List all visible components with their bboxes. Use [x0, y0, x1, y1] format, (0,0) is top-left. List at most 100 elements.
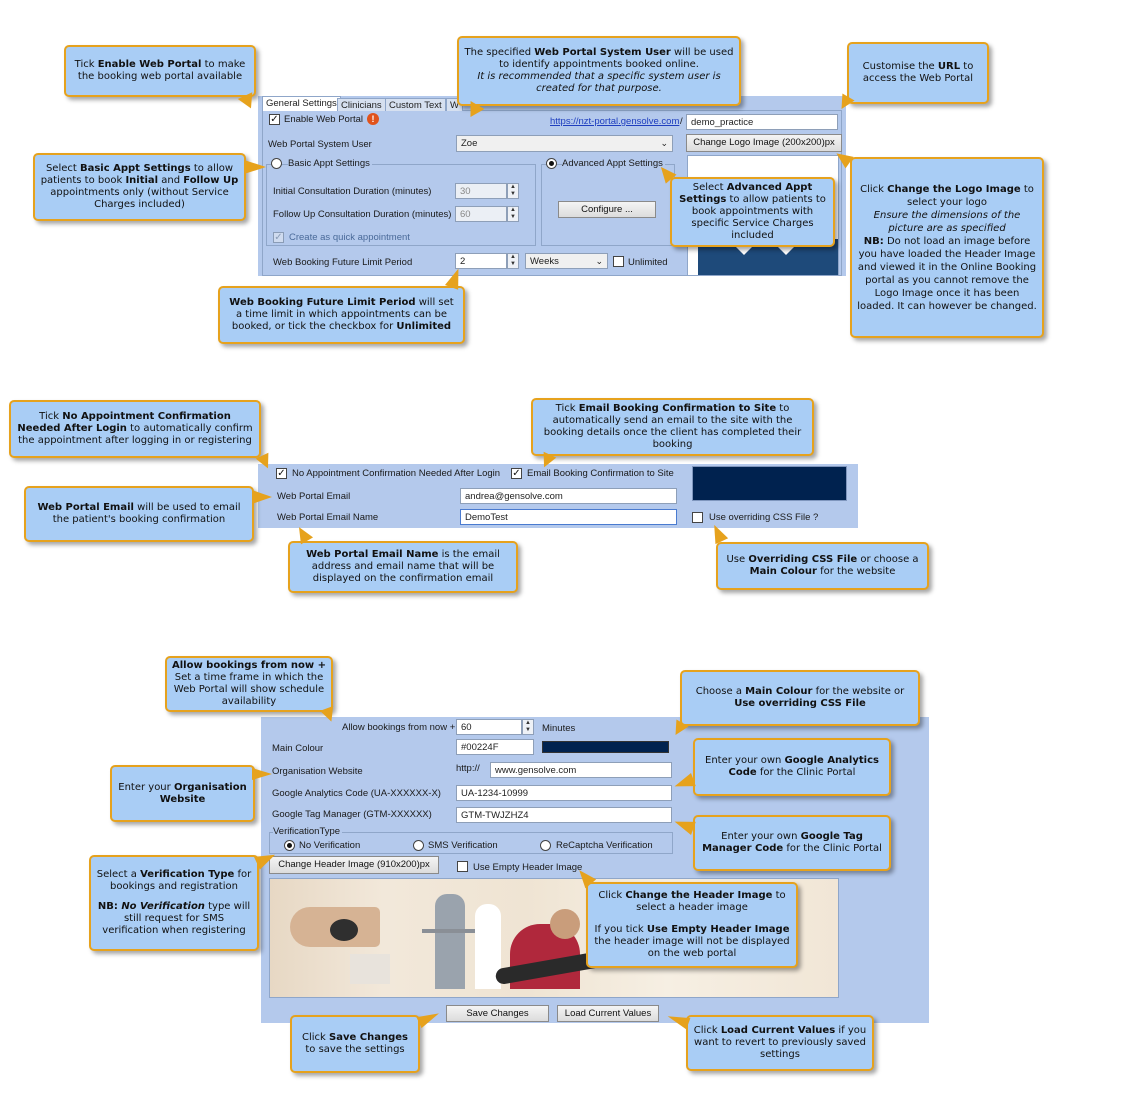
- allow-bookings-label: Allow bookings from now +: [342, 722, 456, 733]
- header-image-figure: [330, 919, 358, 941]
- followup-duration-label: Follow Up Consultation Duration (minutes…: [273, 209, 452, 220]
- ga-code-input[interactable]: UA-1234-10999: [456, 785, 672, 801]
- header-image-figure: [350, 954, 390, 984]
- enable-web-portal-label: Enable Web Portal: [284, 114, 364, 125]
- callout-future-limit: Web Booking Future Limit Period will set…: [218, 286, 465, 344]
- future-limit-spinner[interactable]: ▲▼: [507, 253, 519, 269]
- portal-email-input[interactable]: andrea@gensolve.com: [460, 488, 677, 504]
- callout-pointer: [252, 768, 272, 780]
- callout-enable-web-portal: Tick Enable Web Portal to make the booki…: [64, 45, 256, 97]
- no-verification-label: No Verification: [299, 840, 361, 851]
- callout-no-confirm: Tick No Appointment Confirmation Needed …: [9, 400, 261, 458]
- basic-appt-radio[interactable]: [271, 158, 282, 169]
- callout-advanced-appt: Select Advanced Appt Settings to allow p…: [670, 177, 835, 247]
- header-image-figure: [550, 909, 580, 939]
- initial-duration-input[interactable]: 30: [455, 183, 507, 199]
- quick-appt-label: Create as quick appointment: [289, 232, 410, 243]
- callout-change-logo: Click Change the Logo Image to select yo…: [850, 157, 1044, 338]
- future-unit-select[interactable]: Weeks ⌄: [525, 253, 608, 269]
- future-limit-input[interactable]: 2: [455, 253, 507, 269]
- tab-general-settings[interactable]: General Settings: [262, 96, 341, 111]
- override-css-label: Use overriding CSS File ?: [709, 512, 819, 523]
- basic-appt-group: [266, 164, 536, 246]
- url-separator: /: [680, 116, 683, 127]
- configure-button[interactable]: Configure ...: [558, 201, 656, 218]
- callout-portal-email-name: Web Portal Email Name is the email addre…: [288, 541, 518, 593]
- org-website-label: Organisation Website: [272, 766, 363, 777]
- gtm-code-label: Google Tag Manager (GTM-XXXXXX): [272, 809, 432, 820]
- initial-duration-label: Initial Consultation Duration (minutes): [273, 186, 432, 197]
- unlimited-label: Unlimited: [628, 257, 668, 268]
- main-colour-input[interactable]: #00224F: [456, 739, 534, 755]
- system-user-select[interactable]: Zoe ⌄: [456, 135, 673, 152]
- future-unit-value: Weeks: [530, 256, 559, 267]
- main-colour-swatch[interactable]: [542, 741, 669, 753]
- callout-pointer: [252, 490, 272, 504]
- portal-email-label: Web Portal Email: [277, 491, 351, 502]
- allow-bookings-unit: Minutes: [542, 723, 576, 734]
- header-image-figure: [422, 929, 482, 933]
- callout-load-values: Click Load Current Values if you want to…: [686, 1015, 874, 1071]
- callout-verification-type: Select a Verification Type for bookings …: [89, 855, 259, 951]
- callout-change-header: Click Change the Header Image to select …: [586, 882, 798, 968]
- callout-override-css: Use Overriding CSS File or choose a Main…: [716, 542, 929, 590]
- callout-allow-bookings: Allow bookings from now + Set a time fra…: [165, 656, 333, 712]
- chevron-down-icon: ⌄: [595, 256, 603, 266]
- change-logo-button[interactable]: Change Logo Image (200x200)px: [686, 134, 842, 152]
- portal-email-name-input[interactable]: DemoTest: [460, 509, 677, 525]
- chevron-down-icon: ⌄: [660, 138, 668, 148]
- callout-main-colour: Choose a Main Colour for the website or …: [680, 670, 920, 726]
- sms-verification-label: SMS Verification: [428, 840, 498, 851]
- load-current-values-button[interactable]: Load Current Values: [557, 1005, 659, 1022]
- main-colour-preview: [692, 466, 847, 501]
- initial-duration-spinner[interactable]: ▲▼: [507, 183, 519, 199]
- no-confirm-checkbox[interactable]: ✓: [276, 468, 287, 479]
- tab-custom-text[interactable]: Custom Text: [385, 98, 446, 111]
- callout-basic-appt: Select Basic Appt Settings to allow pati…: [33, 153, 246, 221]
- ga-code-label: Google Analytics Code (UA-XXXXXX-X): [272, 788, 441, 799]
- override-css-checkbox[interactable]: [692, 512, 703, 523]
- followup-duration-input[interactable]: 60: [455, 206, 507, 222]
- callout-gtm-code: Enter your own Google Tag Manager Code f…: [693, 815, 891, 871]
- email-confirm-checkbox[interactable]: ✓: [511, 468, 522, 479]
- no-verification-radio[interactable]: [284, 840, 295, 851]
- portal-url-link[interactable]: https://nzt-portal.gensolve.com: [550, 116, 680, 127]
- allow-bookings-input[interactable]: 60: [456, 719, 522, 735]
- basic-appt-label: Basic Appt Settings: [288, 158, 372, 169]
- org-website-prefix: http://: [456, 763, 480, 774]
- advanced-appt-label: Advanced Appt Settings: [562, 158, 665, 169]
- callout-org-website: Enter your Organisation Website: [110, 765, 255, 822]
- empty-header-checkbox[interactable]: [457, 861, 468, 872]
- no-confirm-label: No Appointment Confirmation Needed After…: [292, 468, 501, 479]
- unlimited-checkbox[interactable]: [613, 256, 624, 267]
- enable-web-portal-checkbox[interactable]: ✓: [269, 114, 280, 125]
- callout-portal-email: Web Portal Email will be used to email t…: [24, 486, 254, 542]
- practice-name-input[interactable]: demo_practice: [686, 114, 838, 130]
- callout-url: Customise the URL to access the Web Port…: [847, 42, 989, 104]
- system-user-label: Web Portal System User: [268, 139, 372, 150]
- followup-duration-spinner[interactable]: ▲▼: [507, 206, 519, 222]
- warning-icon: !: [367, 113, 379, 125]
- empty-header-label: Use Empty Header Image: [473, 862, 583, 873]
- save-changes-button[interactable]: Save Changes: [446, 1005, 549, 1022]
- advanced-appt-radio[interactable]: [546, 158, 557, 169]
- system-user-value: Zoe: [461, 138, 478, 149]
- verification-group-label: VerificationType: [273, 826, 343, 837]
- tab-clinicians[interactable]: Clinicians: [337, 98, 386, 111]
- recaptcha-verification-radio[interactable]: [540, 840, 551, 851]
- org-website-input[interactable]: www.gensolve.com: [490, 762, 672, 778]
- change-header-button[interactable]: Change Header Image (910x200)px: [269, 856, 439, 874]
- main-colour-label: Main Colour: [272, 743, 324, 754]
- callout-system-user: The specified Web Portal System User wil…: [457, 36, 741, 106]
- recaptcha-verification-label: ReCaptcha Verification: [556, 840, 653, 851]
- verification-group: [269, 832, 673, 854]
- portal-email-name-label: Web Portal Email Name: [277, 512, 379, 523]
- callout-email-confirm: Tick Email Booking Confirmation to Site …: [531, 398, 814, 456]
- callout-pointer: [244, 160, 266, 174]
- quick-appt-checkbox[interactable]: ✓: [273, 232, 284, 243]
- allow-bookings-spinner[interactable]: ▲▼: [522, 719, 534, 735]
- header-image-figure: [435, 894, 465, 989]
- future-limit-label: Web Booking Future Limit Period: [273, 257, 413, 268]
- gtm-code-input[interactable]: GTM-TWJZHZ4: [456, 807, 672, 823]
- sms-verification-radio[interactable]: [413, 840, 424, 851]
